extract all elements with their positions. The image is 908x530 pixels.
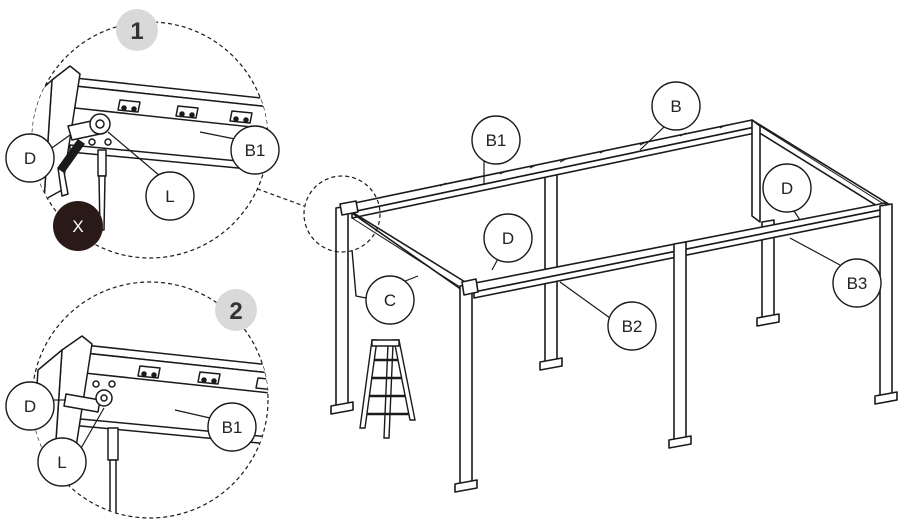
step-1-number: 1 xyxy=(130,18,143,45)
label-l-detail-2: L xyxy=(57,453,66,472)
warning-badge-x xyxy=(53,201,103,251)
label-b1-detail-1: B1 xyxy=(245,141,266,160)
gutter-pipe xyxy=(351,249,367,299)
front-post-right xyxy=(874,203,898,405)
detail-1: 1 D B1 L X xyxy=(5,9,280,259)
back-post-left xyxy=(330,205,354,415)
step-2-badge xyxy=(215,289,257,331)
label-x: X xyxy=(72,217,83,236)
label-b2: B2 xyxy=(622,317,643,336)
front-post-left xyxy=(454,283,478,493)
detail-2: 2 D B1 L xyxy=(5,281,269,519)
ladder xyxy=(359,339,416,439)
step-1-badge xyxy=(116,9,158,51)
label-b: B xyxy=(670,97,681,116)
label-b1-detail-2: B1 xyxy=(222,418,243,437)
main-labels: B B1 D D C B2 B3 xyxy=(365,81,882,351)
label-b3: B3 xyxy=(847,274,868,293)
pergola-frame xyxy=(330,119,898,493)
step-2-number: 2 xyxy=(229,298,242,325)
back-post-center xyxy=(539,169,563,371)
back-post-right xyxy=(756,219,780,327)
label-b1-main: B1 xyxy=(486,131,507,150)
label-d-detail-1: D xyxy=(24,149,36,168)
label-d-main-center: D xyxy=(502,229,514,248)
front-post-center xyxy=(668,241,692,449)
corner-callout-circle xyxy=(303,175,381,253)
label-c: C xyxy=(384,291,396,310)
left-beam xyxy=(341,205,471,291)
label-d-main-right: D xyxy=(781,179,793,198)
label-l-detail-1: L xyxy=(165,187,174,206)
label-d-detail-2: D xyxy=(24,397,36,416)
